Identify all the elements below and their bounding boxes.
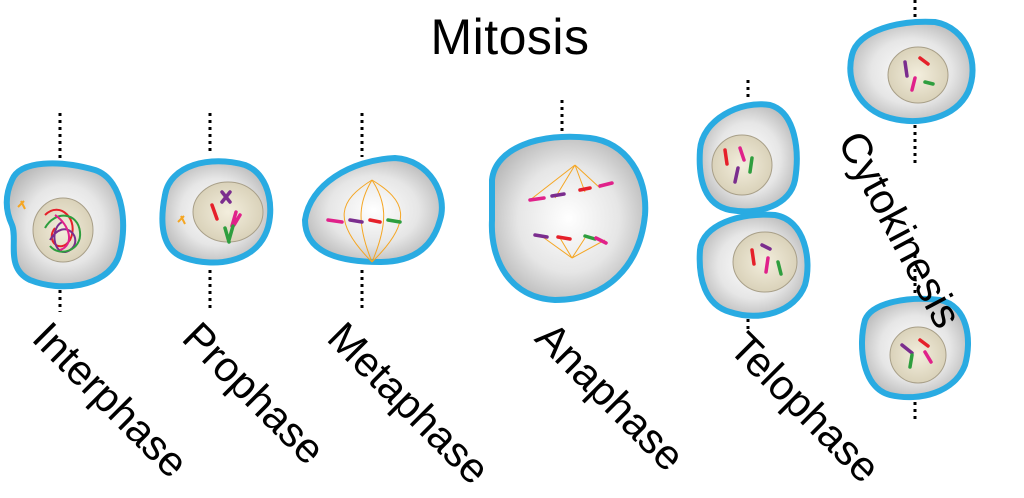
cytokinesis-cells: [847, 18, 976, 401]
chromatin: [44, 208, 82, 253]
telophase-cells: [696, 101, 811, 319]
interphase-cell: [3, 160, 127, 290]
chromosome-plate: [326, 218, 402, 224]
separating-chromatids: [528, 181, 614, 245]
spindle: [529, 164, 606, 259]
spindle: [343, 179, 401, 263]
prophase-cell: [159, 158, 274, 266]
anaphase-cell: [488, 133, 649, 304]
chromosomes: [210, 190, 242, 244]
diagram-title: Mitosis: [430, 9, 590, 65]
guide-lines: [58, 0, 917, 420]
metaphase-cell: [301, 154, 445, 266]
